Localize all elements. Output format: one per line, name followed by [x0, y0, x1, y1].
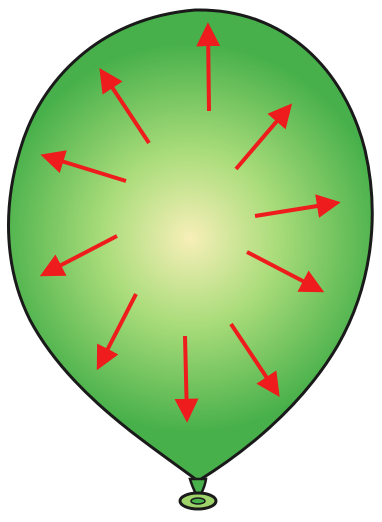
balloon-knot: [180, 479, 216, 509]
balloon-body: [9, 10, 373, 481]
arrow-south: [185, 336, 187, 418]
knot-hole: [191, 498, 205, 504]
arrow-north: [208, 27, 209, 111]
